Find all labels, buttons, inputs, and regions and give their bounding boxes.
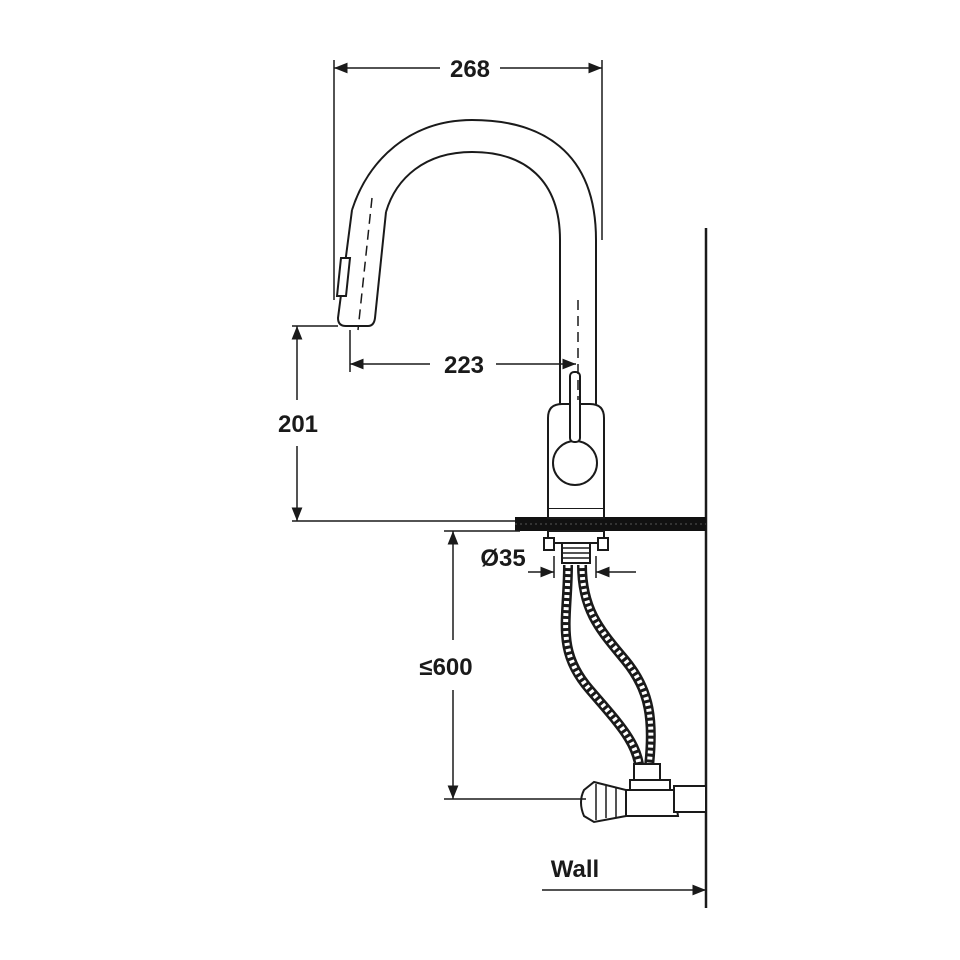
dimension-spout-height: 201 [278, 325, 338, 521]
dimension-hose-length: ≤600 [419, 530, 586, 800]
wall-label: Wall [551, 856, 599, 883]
supply-hoses [560, 564, 656, 776]
dimension-reach: 223 [349, 330, 576, 379]
dimension-hole-diameter: Ø35 [480, 545, 636, 578]
countertop [292, 517, 706, 531]
valve-handle [580, 780, 627, 824]
spout-height-label: 201 [278, 411, 318, 438]
reach-label: 223 [444, 352, 484, 379]
hole-diameter-label: Ø35 [480, 545, 525, 572]
mounting-shank [543, 530, 609, 564]
overall-width-label: 268 [450, 56, 490, 83]
hose-length-label: ≤600 [419, 654, 472, 681]
spray-head [336, 209, 387, 327]
angle-valve [580, 763, 707, 824]
wall-callout: Wall [542, 856, 706, 896]
faucet-body [335, 118, 605, 519]
handle-knob [552, 440, 598, 486]
dimension-overall-width: 268 [333, 56, 603, 300]
